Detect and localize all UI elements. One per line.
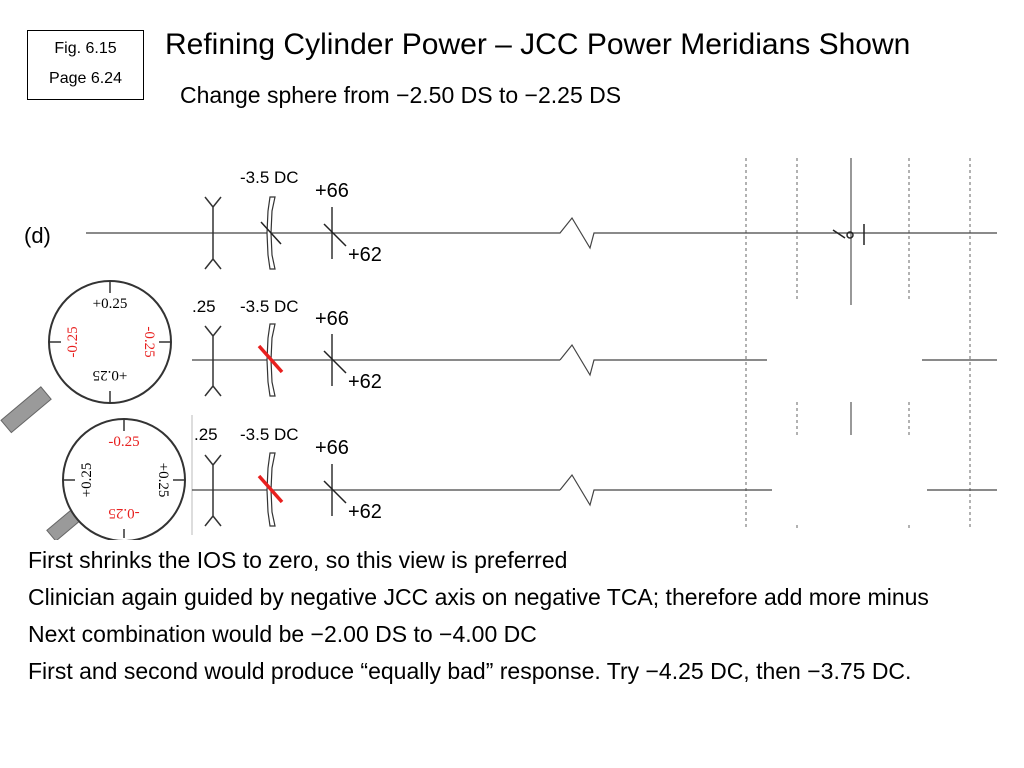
focal-mark-circle [846, 231, 854, 239]
bullet-item: First shrinks the IOS to zero, so this v… [28, 547, 568, 573]
meridian-top-label-1: +66 [315, 180, 349, 202]
dial-1-left-value: -0.25 [65, 326, 81, 357]
dial-2-top-value: -0.25 [108, 434, 139, 450]
meridian-diagonal-2 [323, 350, 347, 374]
dial-1-top-value: +0.25 [93, 296, 128, 312]
optical-axis-2-kink [559, 343, 767, 377]
cylinder-label-1: -3.5 DC [240, 168, 299, 187]
dial-2-left-value: +0.25 [79, 463, 95, 498]
slide-title: Refining Cylinder Power – JCC Power Meri… [165, 28, 911, 61]
diagram-row-1: (d) -3.5 DC +66 +62 [24, 168, 997, 270]
meridian-top-label-3: +66 [315, 437, 349, 459]
cylinder-label-3: -3.5 DC [240, 425, 299, 444]
figure-number: Fig. 6.15 [54, 40, 117, 57]
optical-axis-1 [86, 216, 997, 250]
sphere-label-2: .25 [192, 297, 216, 316]
lens-diagonal-1 [260, 221, 282, 245]
dial-ticks-1 [49, 281, 171, 403]
dotted-reference-lines [745, 158, 971, 530]
sphere-lens-1 [204, 196, 222, 270]
slide-subtitle: Change sphere from −2.50 DS to −2.25 DS [180, 82, 622, 108]
focal-image-mark [832, 224, 865, 245]
meridian-bottom-label-1: +62 [348, 244, 382, 266]
dial-ticks-2 [63, 419, 185, 538]
dial-1-bottom-value: +0.25 [93, 367, 128, 383]
sphere-lens-2 [204, 325, 222, 397]
dial-1-right-value: -0.25 [141, 326, 157, 357]
red-axis-marker-3 [257, 474, 284, 504]
optical-diagram: (d) -3.5 DC +66 +62 .25 -3.5 DC +66 +62 [0, 158, 997, 540]
dial-2-bottom-value: -0.25 [108, 505, 139, 521]
optical-axis-3-kink [559, 473, 772, 507]
meridian-diagonal-1 [323, 223, 347, 247]
red-axis-marker-2 [257, 344, 284, 374]
sphere-label-3: .25 [194, 425, 218, 444]
page-number: Page 6.24 [49, 70, 122, 87]
meridian-bottom-label-2: +62 [348, 371, 382, 393]
jcc-dial-2: -0.25 -0.25 +0.25 +0.25 [46, 418, 186, 540]
figure-reference-box: Fig. 6.15 Page 6.24 [27, 30, 144, 100]
jcc-dial-1: +0.25 +0.25 -0.25 -0.25 [0, 280, 172, 434]
sphere-lens-3 [204, 454, 222, 527]
panel-label: (d) [24, 223, 51, 248]
bullet-item: Clinician again guided by negative JCC a… [28, 584, 929, 610]
meridian-top-label-2: +66 [315, 308, 349, 330]
bullet-item: Next combination would be −2.00 DS to −4… [28, 621, 537, 647]
bullet-item: First and second would produce “equally … [28, 658, 912, 684]
dial-2-right-value: +0.25 [155, 463, 171, 498]
bullet-list: First shrinks the IOS to zero, so this v… [28, 545, 1003, 693]
magnifier-handle-1 [0, 386, 52, 434]
diagram-row-3: .25 -3.5 DC +66 +62 -0.25 -0.25 +0.25 +0… [46, 415, 997, 540]
meridian-bottom-label-3: +62 [348, 501, 382, 523]
meridian-diagonal-3 [323, 480, 347, 504]
focal-mark-tick [832, 229, 846, 239]
diagram-row-2: .25 -3.5 DC +66 +62 +0.25 +0.25 -0.25 -0… [0, 280, 997, 434]
cylinder-label-2: -3.5 DC [240, 297, 299, 316]
